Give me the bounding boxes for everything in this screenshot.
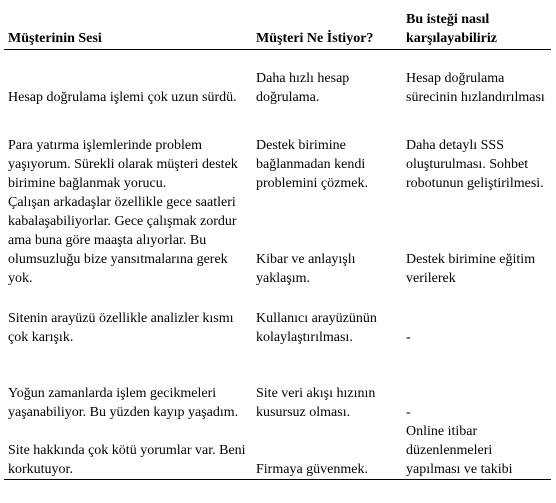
cell-customer-voice: Hesap doğrulama işlemi çok uzun sürdü. [8, 90, 237, 105]
cell-solution: Hesap doğrulama sürecinin hızlandırılmas… [406, 71, 545, 105]
header-customer-want: Müşteri Ne İstiyor? [252, 8, 402, 50]
cell-customer-want: Firmaya güvenmek. [252, 422, 402, 480]
header-solution: Bu isteği nasıl karşılayabiliriz [402, 8, 551, 50]
cell-customer-voice: Para yatırma işlemlerinde problem yaşıyo… [8, 138, 238, 191]
cell-customer-voice: Çalışan arkadaşlar özellikle gece saatle… [8, 195, 237, 286]
cell-solution: Online itibar düzenlenmeleri yapılması v… [402, 422, 551, 480]
table-row: Para yatırma işlemlerinde problem yaşıyo… [4, 107, 551, 193]
cell-solution: Destek birimine eğitim verilerek [406, 252, 536, 286]
table-row: Site hakkında çok kötü yorumlar var. Ben… [4, 422, 551, 480]
table-row: Yoğun zamanlarda işlem gecikmeleri yaşan… [4, 347, 551, 422]
cell-customer-want: Destek birimine bağlanmadan kendi proble… [256, 138, 368, 191]
table-row: Hesap doğrulama işlemi çok uzun sürdü. D… [4, 50, 551, 108]
cell-customer-want: Daha hızlı hesap doğrulama. [256, 71, 350, 105]
cell-customer-voice: Yoğun zamanlarda işlem gecikmeleri yaşan… [8, 386, 239, 420]
cell-customer-want: Kullanıcı arayüzünün kolaylaştırılması. [256, 311, 377, 345]
cell-customer-voice: Sitenin arayüzü özellikle analizler kısm… [8, 311, 234, 345]
table-row: Çalışan arkadaşlar özellikle gece saatle… [4, 193, 551, 288]
cell-customer-want: Site veri akışı hızının kusursuz olması. [256, 386, 376, 420]
cell-solution: - [406, 330, 411, 345]
cell-customer-voice: Site hakkında çok kötü yorumlar var. Ben… [4, 422, 252, 480]
table-row: Sitenin arayüzü özellikle analizler kısm… [4, 288, 551, 347]
voice-of-customer-table: Müşterinin Sesi Müşteri Ne İstiyor? Bu i… [4, 8, 551, 480]
cell-solution: Daha detaylı SSS oluşturulması. Sohbet r… [406, 138, 544, 191]
table-header-row: Müşterinin Sesi Müşteri Ne İstiyor? Bu i… [4, 8, 551, 50]
header-customer-voice: Müşterinin Sesi [4, 8, 252, 50]
cell-solution: - [406, 405, 411, 420]
cell-customer-want: Kibar ve anlayışlı yaklaşım. [256, 252, 356, 286]
